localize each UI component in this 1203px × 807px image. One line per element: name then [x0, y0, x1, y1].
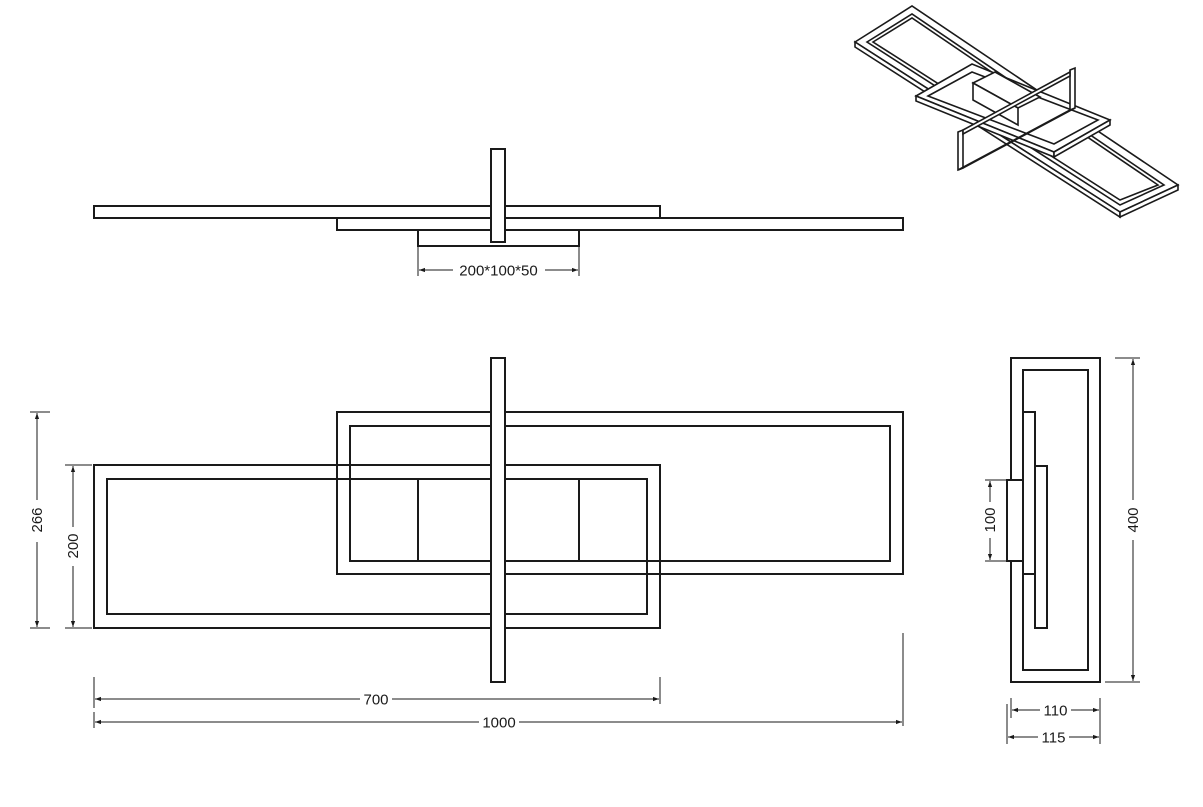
dim-frame-length-label: 700: [363, 692, 388, 709]
elevation-frame-left: [93, 205, 661, 219]
iso-vertical-bar: [957, 66, 1076, 172]
elevation-frame-right: [336, 217, 904, 231]
dim-canopy-label: 200*100*50: [459, 263, 537, 280]
dim-overall-width-label: 115: [1042, 730, 1066, 747]
dim-frame-width-label: 110: [1044, 703, 1068, 720]
dim-frame-width: 110: [1010, 698, 1101, 744]
plan-frame-left-outer: [93, 464, 661, 629]
dim-overall-height: 400: [1105, 357, 1142, 683]
plan-frame-right-inner: [349, 425, 891, 562]
elevation-vertical-bar: [490, 148, 506, 243]
dim-canopy-height-label: 100: [982, 507, 999, 532]
dim-overall-depth: 266: [29, 411, 50, 629]
plan-frame-left-inner: [106, 478, 648, 615]
dim-canopy-height: 100: [982, 479, 1006, 562]
dim-overall-width: 115: [1006, 704, 1099, 747]
dim-canopy: 200*100*50: [417, 246, 580, 280]
plan-frame-right-outer: [336, 411, 904, 575]
dim-frame-depth-label: 200: [65, 533, 82, 558]
plan-vertical-bar: [490, 357, 506, 683]
dim-frame-length: 700: [93, 677, 661, 709]
side-canopy: [1006, 479, 1024, 562]
front-elevation: 200*100*50: [93, 148, 904, 280]
dim-overall-length-label: 1000: [482, 715, 515, 732]
dim-overall-height-label: 400: [1125, 507, 1142, 532]
dim-frame-depth: 200: [65, 464, 92, 629]
dim-overall-length: 1000: [93, 633, 904, 732]
dim-overall-depth-label: 266: [29, 507, 46, 532]
side-bar-back: [1022, 411, 1036, 575]
side-view: 100 400 110 115: [982, 357, 1142, 747]
isometric-view: [853, 5, 1180, 219]
side-bar-front: [1034, 465, 1048, 629]
plan-view: 266 200 700 1000: [29, 357, 904, 732]
